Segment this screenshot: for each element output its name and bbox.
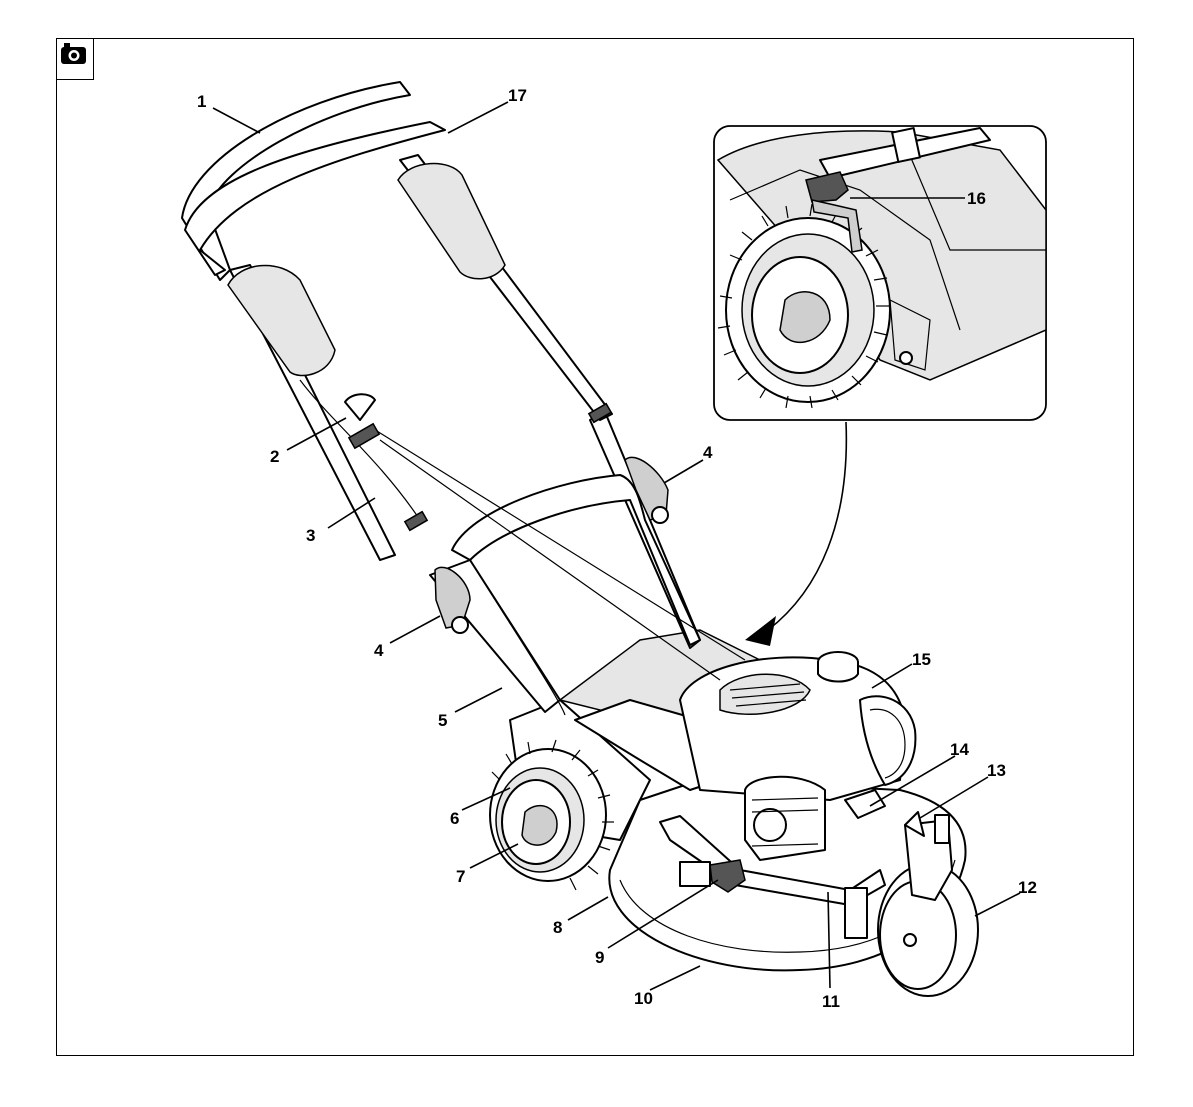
callout-3: 3 [306,526,315,545]
callout-10: 10 [634,989,653,1008]
callout-16: 16 [967,189,986,208]
callout-4-right: 4 [703,443,713,462]
callout-7: 7 [456,867,465,886]
callout-4-left: 4 [374,641,384,660]
detail-arrow [745,616,776,646]
callout-6: 6 [450,809,459,828]
callout-1: 1 [197,92,206,111]
callout-12: 12 [1018,878,1037,897]
callout-9: 9 [595,948,604,967]
callout-13: 13 [987,761,1006,780]
callout-11: 11 [822,992,840,1011]
callout-15: 15 [912,650,931,669]
callout-17: 17 [508,86,527,105]
callout-14: 14 [950,740,969,759]
detail-inset [714,126,1046,420]
callout-5: 5 [438,711,447,730]
callout-8: 8 [553,918,562,937]
callout-2: 2 [270,447,279,466]
